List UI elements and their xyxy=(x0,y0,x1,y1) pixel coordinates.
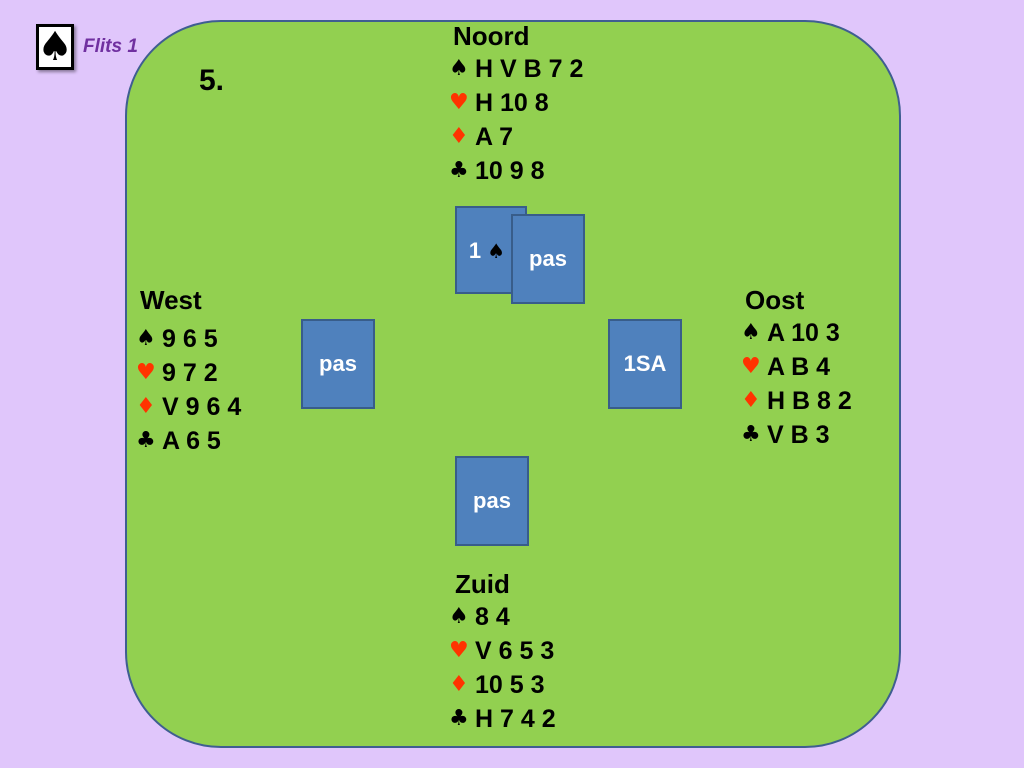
bid-north-second-label: pas xyxy=(529,246,567,271)
hand-west-spades-cards: 9 6 5 xyxy=(162,325,218,353)
bid-south-label: pas xyxy=(473,488,511,513)
bid-card-south: pas xyxy=(455,456,529,546)
heart-icon: ♥ xyxy=(449,638,469,663)
hand-north-diamonds: ♦ A 7 xyxy=(449,120,583,154)
hand-west-spades: ♠ 9 6 5 xyxy=(136,322,241,356)
logo: ♠ xyxy=(36,24,74,70)
hand-east-name: Oost xyxy=(745,285,805,315)
hand-west-clubs: ♣ A 6 5 xyxy=(136,424,241,458)
hand-west: West ♠ 9 6 5 ♥ 9 7 2 ♦ V 9 6 4 ♣ A 6 5 xyxy=(136,284,241,458)
hand-west-clubs-cards: A 6 5 xyxy=(162,427,221,455)
hand-north-spades: ♠ H V B 7 2 xyxy=(449,52,583,86)
hand-east-hearts-cards: A B 4 xyxy=(767,353,830,381)
hand-east-clubs-cards: V B 3 xyxy=(767,421,830,449)
subtitle: Flits 1 xyxy=(83,36,138,57)
spade-icon: ♠ xyxy=(741,320,761,345)
club-icon: ♣ xyxy=(136,428,156,453)
spade-icon: ♠ xyxy=(449,604,469,629)
diamond-icon: ♦ xyxy=(449,672,469,697)
bid-card-east: 1SA xyxy=(608,319,682,409)
hand-east-diamonds-cards: H B 8 2 xyxy=(767,387,852,415)
bid-north-level: 1 xyxy=(468,238,482,263)
hand-south: Zuid ♠ 8 4 ♥ V 6 5 3 ♦ 10 5 3 ♣ H 7 4 2 xyxy=(449,568,556,736)
diamond-icon: ♦ xyxy=(136,394,156,419)
hand-north: Noord ♠ H V B 7 2 ♥ H 10 8 ♦ A 7 ♣ 10 9 … xyxy=(449,20,583,188)
club-icon: ♣ xyxy=(449,158,469,183)
hand-east: Oost ♠ A 10 3 ♥ A B 4 ♦ H B 8 2 ♣ V B 3 xyxy=(741,284,852,452)
hand-east-hearts: ♥ A B 4 xyxy=(741,350,852,384)
hand-east-spades-cards: A 10 3 xyxy=(767,319,840,347)
diamond-icon: ♦ xyxy=(741,388,761,413)
spade-icon: ♠ xyxy=(487,239,506,263)
hand-west-diamonds-cards: V 9 6 4 xyxy=(162,393,242,421)
spade-icon: ♠ xyxy=(37,24,73,70)
bid-north-level-label: 1 ♠ xyxy=(449,238,525,264)
hand-south-spades-cards: 8 4 xyxy=(475,603,510,631)
bid-card-west: pas xyxy=(301,319,375,409)
hand-south-hearts: ♥ V 6 5 3 xyxy=(449,634,556,668)
hand-west-diamonds: ♦ V 9 6 4 xyxy=(136,390,241,424)
hand-north-diamonds-cards: A 7 xyxy=(475,123,513,151)
hand-north-clubs: ♣ 10 9 8 xyxy=(449,154,583,188)
hand-west-hearts-cards: 9 7 2 xyxy=(162,359,218,387)
hand-south-diamonds: ♦ 10 5 3 xyxy=(449,668,556,702)
hand-south-name: Zuid xyxy=(455,569,510,599)
board-number: 5. xyxy=(199,64,225,97)
hand-north-hearts: ♥ H 10 8 xyxy=(449,86,583,120)
spade-icon: ♠ xyxy=(136,326,156,351)
heart-icon: ♥ xyxy=(136,360,156,385)
hand-south-diamonds-cards: 10 5 3 xyxy=(475,671,545,699)
bid-east-label: 1SA xyxy=(623,351,667,376)
heart-icon: ♥ xyxy=(741,354,761,379)
hand-east-diamonds: ♦ H B 8 2 xyxy=(741,384,852,418)
hand-east-spades: ♠ A 10 3 xyxy=(741,316,852,350)
hand-north-hearts-cards: H 10 8 xyxy=(475,89,549,117)
hand-south-spades: ♠ 8 4 xyxy=(449,600,556,634)
hand-north-clubs-cards: 10 9 8 xyxy=(475,157,545,185)
spade-icon: ♠ xyxy=(449,56,469,81)
hand-west-name: West xyxy=(140,285,202,315)
hand-south-clubs: ♣ H 7 4 2 xyxy=(449,702,556,736)
hand-west-hearts: ♥ 9 7 2 xyxy=(136,356,241,390)
diamond-icon: ♦ xyxy=(449,124,469,149)
club-icon: ♣ xyxy=(741,422,761,447)
hand-east-clubs: ♣ V B 3 xyxy=(741,418,852,452)
hand-north-name: Noord xyxy=(453,21,530,51)
bid-card-north-2: pas xyxy=(511,214,585,304)
hand-north-spades-cards: H V B 7 2 xyxy=(475,55,584,83)
bridge-table xyxy=(125,20,901,748)
hand-south-clubs-cards: H 7 4 2 xyxy=(475,705,556,733)
heart-icon: ♥ xyxy=(449,90,469,115)
club-icon: ♣ xyxy=(449,706,469,731)
bid-west-label: pas xyxy=(319,351,357,376)
hand-south-hearts-cards: V 6 5 3 xyxy=(475,637,555,665)
